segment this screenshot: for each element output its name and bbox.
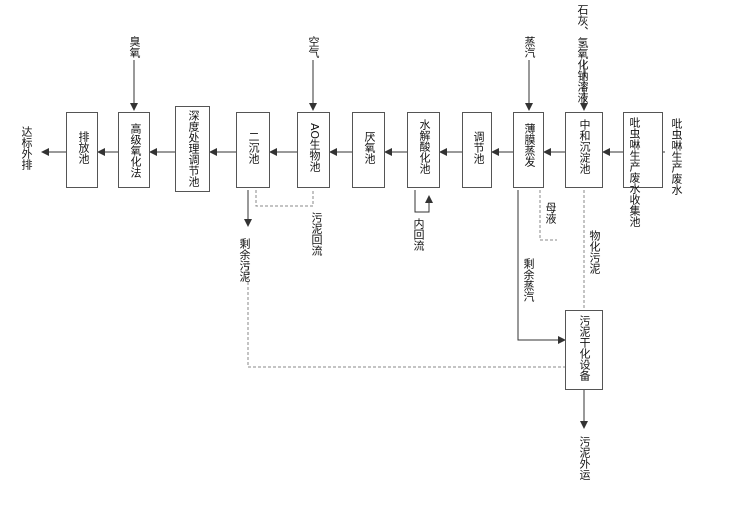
box-neutral-label: 中和沉淀池 bbox=[578, 119, 591, 174]
label-final-out: 达标外排 bbox=[20, 126, 33, 170]
arrow-internal-reflux bbox=[414, 190, 433, 213]
label-sludge-return: 污泥回流 bbox=[310, 212, 323, 256]
label-residual-sludge: 剩余污泥 bbox=[238, 238, 251, 282]
label-residual-steam: 剩余蒸汽 bbox=[522, 258, 535, 302]
box-discharge-label: 排放池 bbox=[77, 131, 90, 164]
box-secondary: 二沉池 bbox=[236, 112, 270, 188]
box-oxidation: 高级氧化法 bbox=[118, 112, 150, 188]
box-oxidation-label: 高级氧化法 bbox=[129, 123, 142, 178]
label-air: 空气 bbox=[307, 36, 320, 58]
box-secondary-label: 二沉池 bbox=[247, 131, 260, 164]
label-wastewater-in: 吡虫啉生产废水 bbox=[670, 118, 683, 195]
box-collect-label: 吡虫啉生产废水收集池 bbox=[628, 117, 641, 227]
label-sludge-out: 污泥外运 bbox=[578, 436, 591, 480]
box-ao: AO生物池 bbox=[297, 112, 330, 188]
box-discharge: 排放池 bbox=[66, 112, 98, 188]
box-deep: 深度处理调节池 bbox=[175, 106, 210, 192]
label-ozone: 臭氧 bbox=[128, 36, 141, 58]
label-steam: 蒸汽 bbox=[523, 36, 536, 58]
box-adjust: 调节池 bbox=[462, 112, 492, 188]
arrow-residual-steam bbox=[517, 190, 566, 344]
box-ao-label: AO生物池 bbox=[308, 123, 321, 172]
label-internal-reflux: 内回流 bbox=[412, 218, 425, 251]
label-reagents: 石灰、氢氧化钠溶液 bbox=[576, 4, 589, 103]
box-dryer: 污泥干化设备 bbox=[565, 310, 603, 390]
box-evap-label: 薄膜蒸发 bbox=[523, 123, 536, 167]
box-neutral: 中和沉淀池 bbox=[565, 112, 603, 188]
box-anoxic: 厌氧池 bbox=[352, 112, 385, 188]
box-collect: 吡虫啉生产废水收集池 bbox=[623, 112, 663, 227]
box-hydrolysis-label: 水解酸化池 bbox=[418, 119, 431, 174]
label-mother-liquor: 母液 bbox=[544, 202, 557, 224]
box-dryer-label: 污泥干化设备 bbox=[578, 315, 591, 381]
box-adjust-label: 调节池 bbox=[472, 131, 485, 164]
box-hydrolysis: 水解酸化池 bbox=[407, 112, 440, 188]
line-residual-sludge-to-dryer bbox=[247, 262, 565, 368]
label-chem-sludge: 物化污泥 bbox=[588, 230, 601, 274]
line-sludge-return bbox=[255, 190, 314, 207]
box-deep-label: 深度处理调节池 bbox=[187, 110, 200, 187]
box-evap: 薄膜蒸发 bbox=[513, 112, 544, 188]
box-anoxic-label: 厌氧池 bbox=[363, 131, 376, 164]
line-mother-liquor bbox=[539, 190, 557, 241]
